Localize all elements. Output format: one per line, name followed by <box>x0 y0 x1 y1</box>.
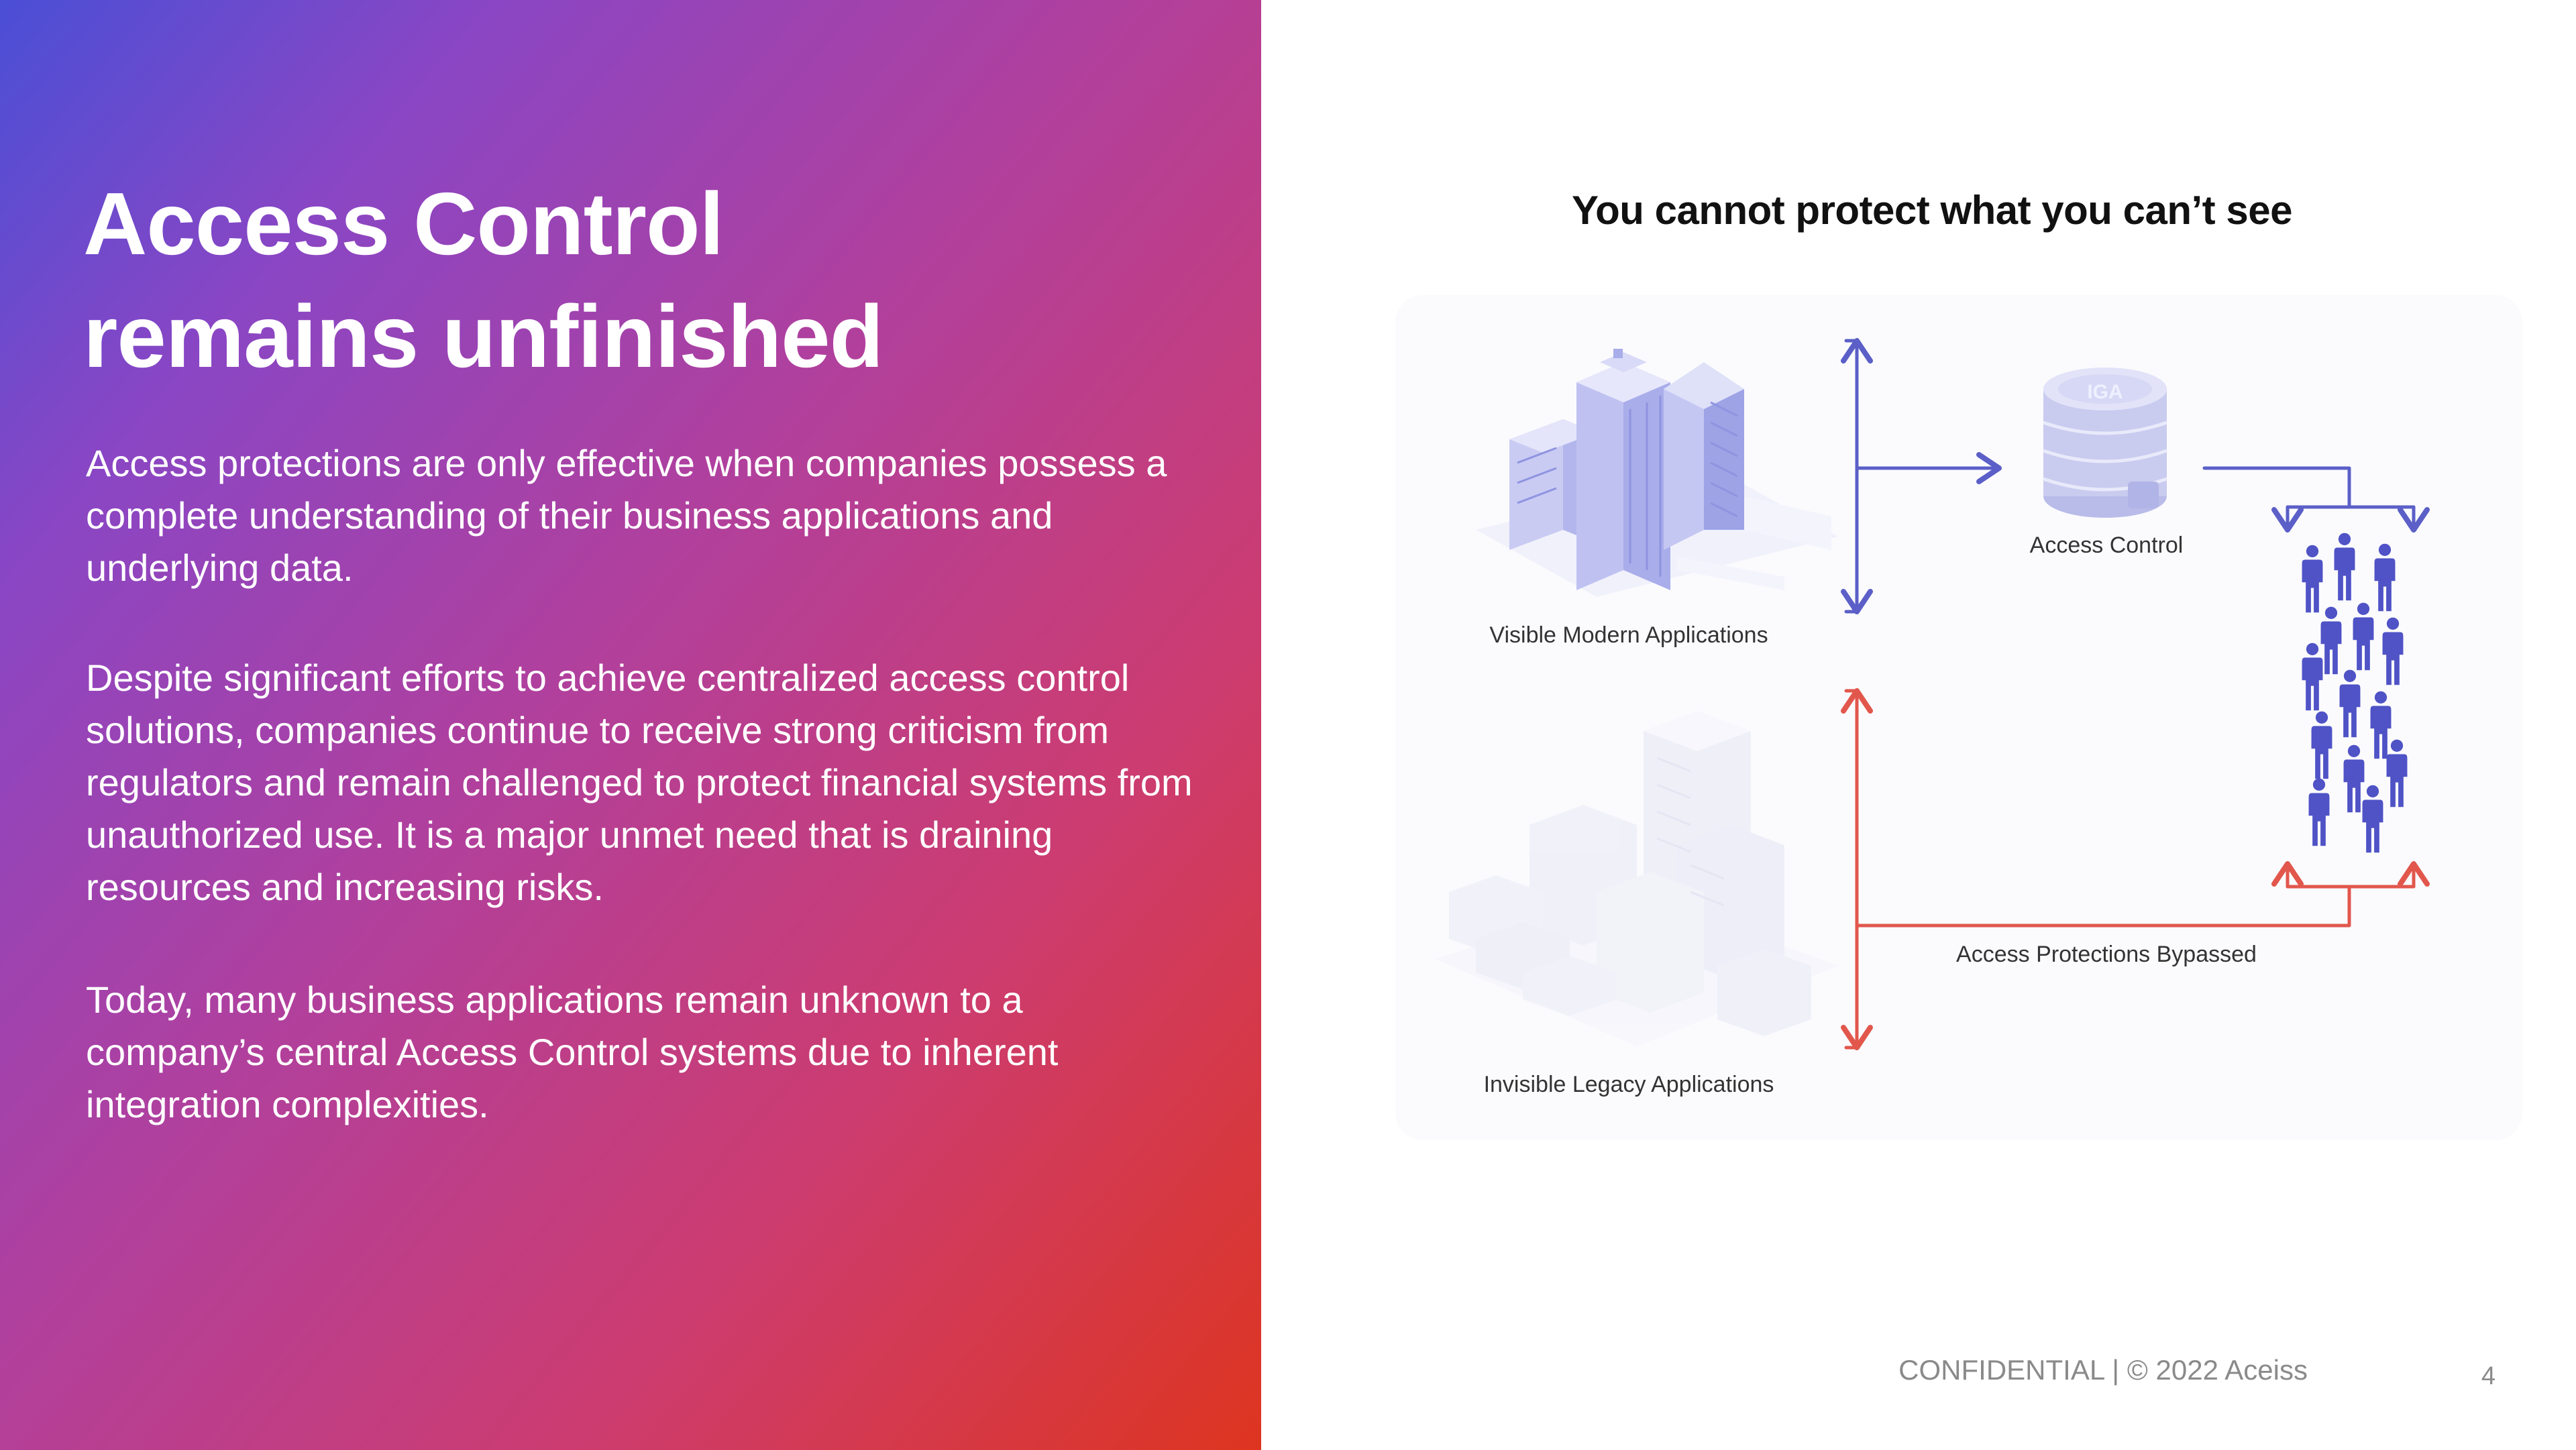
database-badge: IGA <box>2087 381 2123 403</box>
users-group-icon <box>2302 533 2408 853</box>
legacy-buildings-icon <box>1436 711 1838 1046</box>
visible-flow-connectors <box>1841 338 2430 614</box>
diagram-title: You cannot protect what you can’t see <box>1572 188 2292 233</box>
modern-buildings-icon <box>1476 349 1838 597</box>
body-paragraph-3: Today, many business applications remain… <box>86 979 1059 1125</box>
gradient-panel <box>0 0 1261 1450</box>
page-number: 4 <box>2481 1362 2496 1390</box>
visible-modern-applications-label: Visible Modern Applications <box>1489 622 1768 648</box>
body-paragraph-1: Access protections are only effective wh… <box>86 442 1167 589</box>
body-paragraph-2: Despite significant efforts to achieve c… <box>86 657 1193 908</box>
database-icon: IGA <box>2043 368 2167 518</box>
bypass-flow-connectors <box>1841 688 2430 1050</box>
slide-title-line-1: Access Control <box>83 174 724 273</box>
footer-confidential: CONFIDENTIAL | © 2022 Aceiss <box>1898 1354 2308 1386</box>
slide-title-line-2: remains unfinished <box>83 287 883 386</box>
slide-title: Access Control remains unfinished <box>83 168 1190 393</box>
access-protections-bypassed-label: Access Protections Bypassed <box>1956 942 2257 967</box>
invisible-legacy-applications-label: Invisible Legacy Applications <box>1484 1072 1774 1097</box>
access-control-label: Access Control <box>2030 533 2184 558</box>
